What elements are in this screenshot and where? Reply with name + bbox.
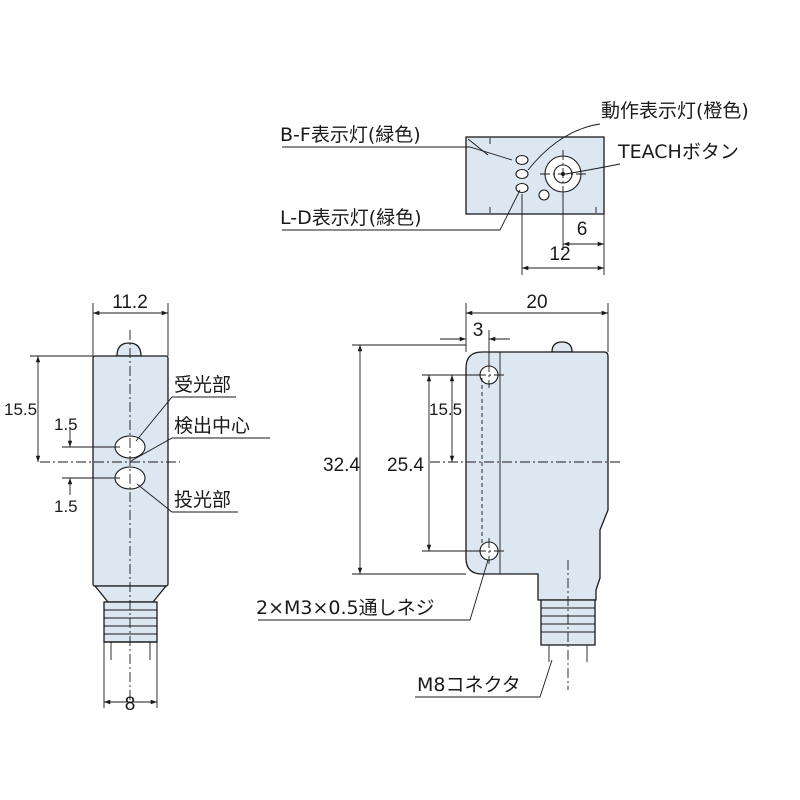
- operation-indicator-lamp: [515, 168, 529, 180]
- dim-6: 6: [577, 219, 588, 240]
- side-view-bump: [116, 342, 142, 357]
- dim-32-4: 32.4: [323, 455, 360, 476]
- dim-15-5-front: 15.5: [429, 400, 462, 419]
- connector-label: M8コネクタ: [417, 674, 521, 696]
- emitter-label: 投光部: [174, 489, 231, 511]
- sub-button: [538, 189, 550, 201]
- bf-indicator-lamp: [515, 154, 529, 166]
- ld-indicator-lamp: [515, 182, 529, 194]
- operation-indicator-label: 動作表示灯(橙色): [601, 100, 749, 122]
- ld-indicator-label: L-D表示灯(緑色): [280, 207, 422, 229]
- dim-25-4: 25.4: [387, 455, 424, 476]
- screw-holes-label: 2×M3×0.5通しネジ: [256, 597, 435, 619]
- side-view: 11.2 15.5 1.5 1.5 8 受光部 検出中心 投光部: [4, 292, 270, 715]
- dim-3: 3: [473, 320, 484, 341]
- teach-button-label: TEACHボタン: [617, 141, 739, 163]
- dim-15-5-side: 15.5: [4, 400, 37, 419]
- dim-11-2: 11.2: [112, 292, 148, 313]
- front-view: 20 3 32.4 25.4 15.5 2×M3×0.5通しネジ M8コネクタ: [256, 292, 620, 698]
- top-view-body: [465, 136, 605, 215]
- front-view-body: [465, 351, 609, 601]
- dim-1-5-bottom: 1.5: [54, 497, 78, 516]
- detection-center-label: 検出中心: [174, 415, 250, 437]
- dim-12: 12: [549, 244, 570, 265]
- dim-1-5-top: 1.5: [54, 415, 78, 434]
- side-view-connector: [103, 601, 158, 643]
- bf-indicator-label: B-F表示灯(緑色): [280, 124, 421, 146]
- dim-8: 8: [125, 694, 136, 715]
- top-view: B-F表示灯(緑色) L-D表示灯(緑色) 動作表示灯(橙色) TEACHボタン…: [280, 100, 749, 275]
- receiver-label: 受光部: [174, 374, 231, 396]
- dim-20: 20: [526, 292, 547, 313]
